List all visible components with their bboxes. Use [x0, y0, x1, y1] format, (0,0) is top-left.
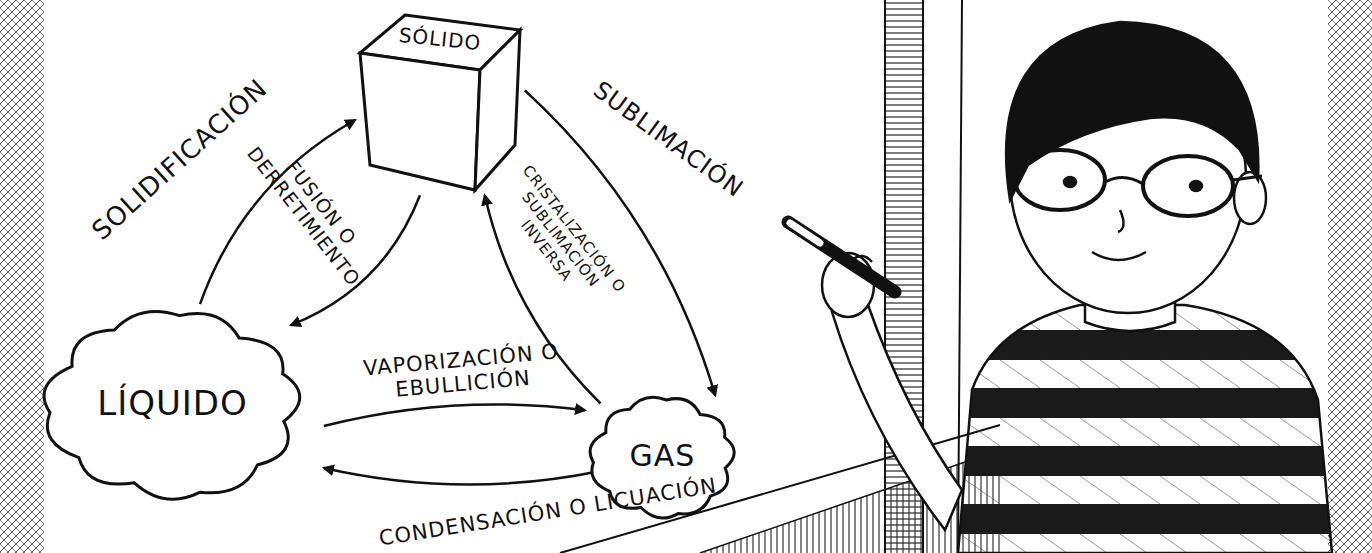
transition-arrow	[324, 468, 601, 485]
cube-front	[360, 53, 480, 190]
transition-label: VAPORIZACIÓN O EBULLICIÓN	[340, 337, 583, 406]
state-name: LÍQUIDO	[35, 383, 310, 423]
transition-arrow	[324, 404, 585, 426]
boy-figure	[788, 22, 1332, 553]
solid-cube: SÓLIDO	[360, 15, 520, 190]
transition-label: CRISTALIZACIÓN O SUBLIMACIÓN INVERSA	[487, 157, 632, 323]
state-cloud: LÍQUIDO	[35, 300, 310, 510]
hatched-border	[0, 0, 44, 553]
hatched-border	[1328, 0, 1372, 553]
state-name: GAS	[585, 438, 740, 473]
transition-label: SUBLIMACIÓN	[571, 64, 765, 216]
